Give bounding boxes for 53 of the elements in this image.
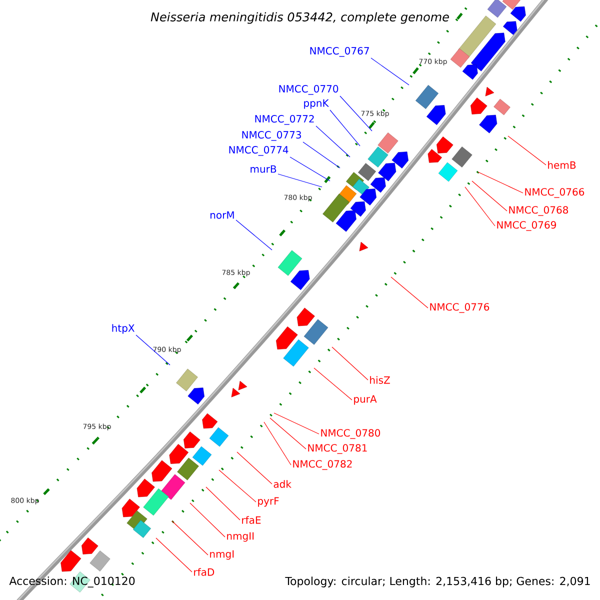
gene-label: nmgI [210,550,234,560]
leader-line [236,452,272,484]
gene-label: hemB [548,161,576,169]
leader-line [264,422,292,466]
leader-line [314,368,352,400]
gene-label: NMCC_0767 [310,47,369,57]
gene-label: rfaE [242,516,261,524]
gene-label: murB [250,165,276,173]
leader-line [218,470,256,502]
leader-line [316,126,350,158]
leader-line [332,346,368,380]
leader-line [340,96,372,132]
info-text: Topology: circular; Length: 2,153,416 bp; Genes: 2,091 [285,576,590,588]
gene-label: NMCC_0782 [293,460,352,470]
gene-label: nmgII [227,532,254,542]
title: Neisseria meningitidis 053442, complete genome [150,12,449,24]
gene-label: pyrF [258,497,279,507]
gene-label: hisZ [370,376,390,384]
gene-label: NMCC_0769 [497,221,556,231]
gene-label: NMCC_0774 [229,146,288,156]
leader-line [302,142,340,168]
leader-line [270,418,306,450]
leader-line [278,174,322,188]
leader-line [236,220,272,250]
gene-label: htpX [112,324,134,334]
leader-line [190,502,226,538]
leader-line [370,58,410,86]
gene-label: NMCC_0772 [255,115,314,125]
leader-line [330,110,360,146]
gene-label: NMCC_0766 [525,188,584,198]
leader-line [290,156,330,182]
gene-label: NMCC_0773 [242,131,301,141]
gene-label: NMCC_0768 [509,206,568,216]
leader-line [390,276,428,308]
gene-label: purA [354,395,377,405]
gene-label: NMCC_0770 [279,85,338,95]
gene-label: adk [274,480,292,488]
leader-line [172,520,208,556]
gene-label: NMCC_0780 [321,429,380,439]
gene-label: NMCC_0781 [308,444,367,454]
leader-line [136,334,170,366]
gene-label: ppnK [304,99,330,109]
leader-line [156,538,192,572]
leader-line [508,136,546,166]
leader-line [472,180,508,212]
leader-line [464,186,496,226]
leader-line [206,486,240,520]
leader-line [274,412,320,434]
gene-label: norM [210,211,234,219]
gene-label: rfaD [194,568,214,576]
gene-label: NMCC_0776 [430,303,490,313]
info-text: Accession: NC_010120 [9,576,135,588]
leader-line [478,172,524,194]
